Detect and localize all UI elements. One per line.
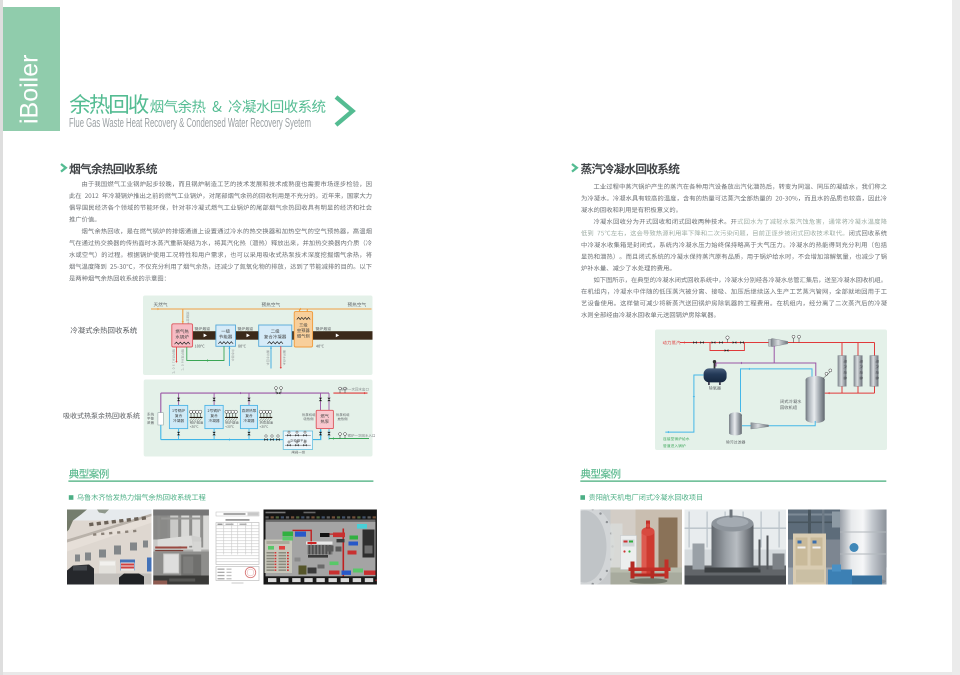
svg-text:Flue Gas Waste Heat Recovery &: Flue Gas Waste Heat Recovery & Condensed…	[69, 115, 311, 130]
svg-text:iBoiler: iBoiler	[16, 55, 44, 124]
